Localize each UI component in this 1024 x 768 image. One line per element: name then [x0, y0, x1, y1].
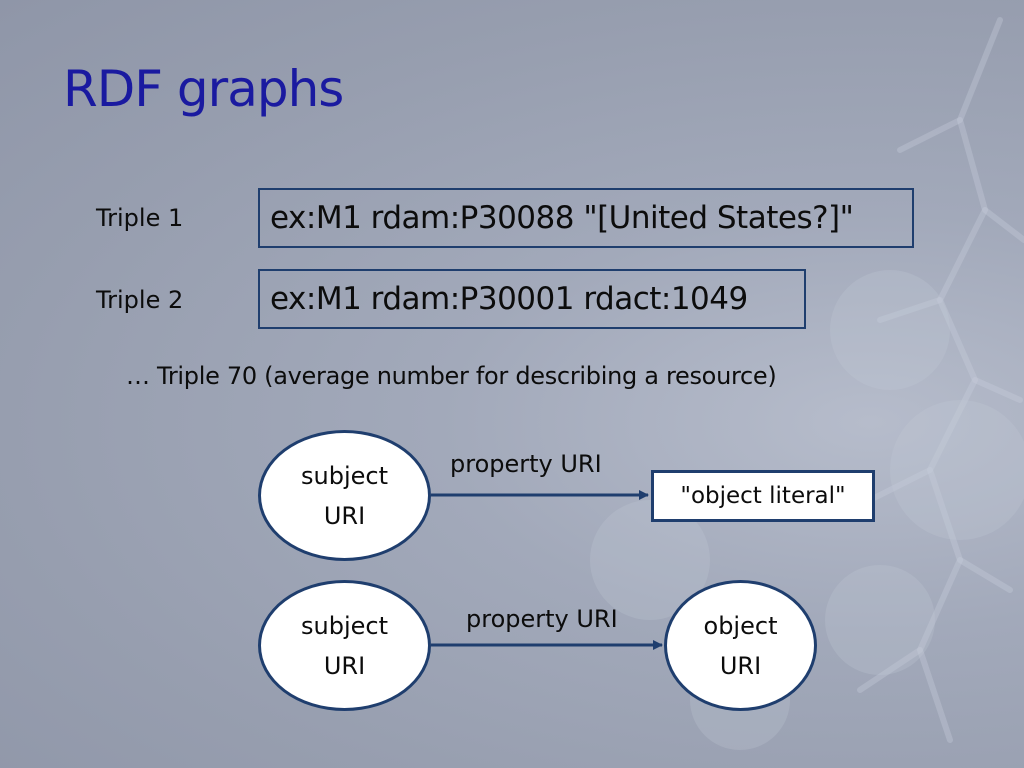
slide-title: RDF graphs: [63, 60, 344, 118]
triple-1-statement: ex:M1 rdam:P30088 "[United States?]": [258, 188, 914, 248]
uri-triple-object-node: object URI: [664, 580, 817, 711]
uri-triple-property-label: property URI: [466, 605, 618, 633]
triple-count-note: … Triple 70 (average number for describi…: [126, 362, 777, 390]
object-node-label-line1: object: [703, 611, 778, 640]
subject-node-label-line1: subject: [301, 611, 388, 640]
triple-2-label: Triple 2: [96, 286, 184, 314]
object-node-label-line2: URI: [719, 651, 762, 680]
triple-1-label: Triple 1: [96, 204, 184, 232]
subject-node-label-line2: URI: [323, 501, 366, 530]
literal-triple-property-label: property URI: [450, 450, 602, 478]
triple-2-statement: ex:M1 rdam:P30001 rdact:1049: [258, 269, 806, 329]
subject-node-label-line2: URI: [323, 651, 366, 680]
subject-node-label-line1: subject: [301, 461, 388, 490]
literal-triple-subject-node: subject URI: [258, 430, 431, 561]
uri-triple-subject-node: subject URI: [258, 580, 431, 711]
object-literal-node: "object literal": [651, 470, 875, 522]
